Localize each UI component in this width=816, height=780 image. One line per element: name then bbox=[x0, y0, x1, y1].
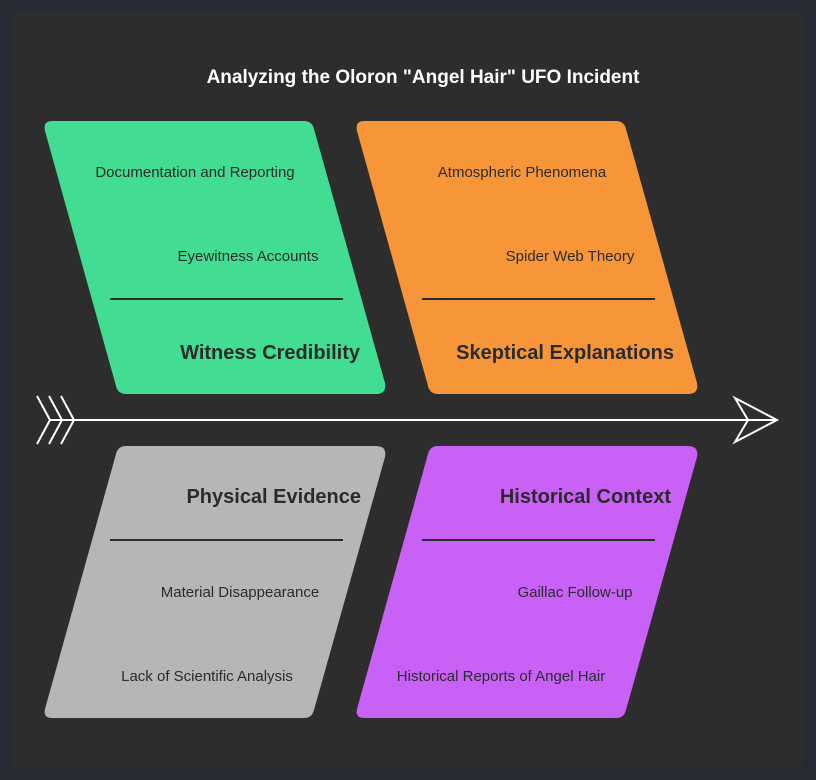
category-witness-credibility: Documentation and Reporting Eyewitness A… bbox=[44, 121, 386, 394]
category-shape bbox=[44, 446, 386, 718]
category-label: Witness Credibility bbox=[180, 342, 361, 364]
category-label: Skeptical Explanations bbox=[456, 342, 674, 364]
category-historical-context: Historical Context Gaillac Follow-up His… bbox=[356, 446, 698, 718]
category-label: Historical Context bbox=[500, 486, 671, 508]
spine-tail-chevron bbox=[36, 395, 52, 445]
spine-tail-chevron bbox=[48, 395, 64, 445]
cause-label: Material Disappearance bbox=[161, 584, 319, 601]
cause-label: Atmospheric Phenomena bbox=[438, 164, 607, 181]
category-shape bbox=[44, 121, 386, 394]
cause-label: Historical Reports of Angel Hair bbox=[397, 668, 605, 685]
cause-label: Gaillac Follow-up bbox=[517, 584, 632, 601]
category-label: Physical Evidence bbox=[186, 486, 361, 508]
diagram-title: Analyzing the Oloron "Angel Hair" UFO In… bbox=[207, 67, 641, 88]
category-shape bbox=[356, 446, 698, 718]
spine-arrowhead bbox=[732, 395, 780, 445]
cause-label: Documentation and Reporting bbox=[95, 164, 294, 181]
cause-label: Lack of Scientific Analysis bbox=[121, 668, 293, 685]
fishbone-spine bbox=[36, 395, 780, 445]
spine-tail-chevron bbox=[60, 395, 76, 445]
category-shape bbox=[356, 121, 698, 394]
category-physical-evidence: Physical Evidence Material Disappearance… bbox=[44, 446, 386, 718]
cause-label: Spider Web Theory bbox=[506, 248, 635, 265]
category-skeptical-explanations: Atmospheric Phenomena Spider Web Theory … bbox=[356, 121, 698, 394]
cause-label: Eyewitness Accounts bbox=[178, 248, 319, 265]
